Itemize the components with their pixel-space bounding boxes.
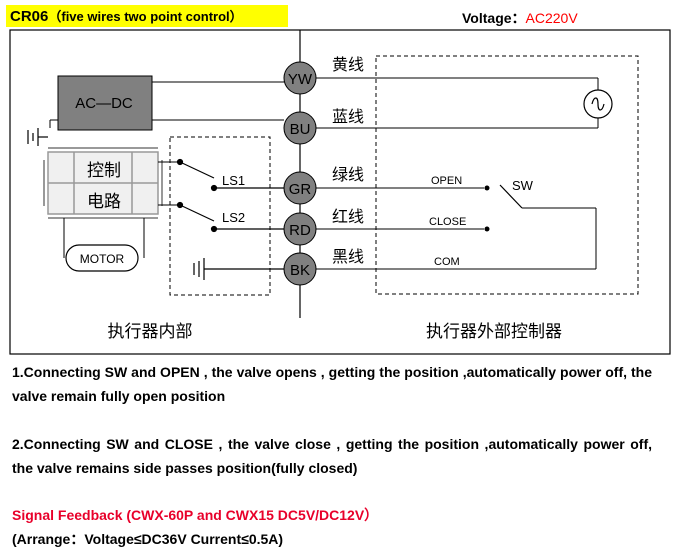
motor-box — [65, 244, 139, 272]
voltage-value: AC220V — [525, 10, 578, 26]
ac-source-symbol — [583, 89, 613, 119]
open-label: OPEN — [431, 175, 462, 187]
motor-label: MOTOR — [80, 252, 125, 266]
ls2-label: LS2 — [222, 210, 245, 225]
wire-label-black: 黑线 — [332, 247, 364, 266]
signal-feedback: Signal Feedback (CWX-60P and CWX15 DC5V/… — [12, 507, 379, 523]
ground-symbol-inner — [193, 258, 284, 280]
ls1-label: LS1 — [222, 173, 245, 188]
terminal-bk: BK — [283, 252, 317, 286]
terminal-gr: GR — [283, 171, 317, 205]
ac-dc-label: AC—DC — [75, 95, 133, 112]
voltage-spec: Voltage：AC220V — [462, 8, 578, 28]
outside-label: 执行器外部控制器 — [426, 322, 562, 342]
instructions: 1.Connecting SW and OPEN , the valve ope… — [12, 360, 652, 504]
svg-text:BU: BU — [290, 121, 311, 138]
wiring-diagram: AC—DC 控制 电路 MOTOR LS1 — [9, 29, 671, 355]
ac-dc-module — [57, 75, 153, 131]
terminal-rd: RD — [283, 212, 317, 246]
wire-label-yellow: 黄线 — [332, 55, 364, 74]
title-subtitle: （five wires two point control） — [48, 9, 243, 24]
note-close: 2.Connecting SW and CLOSE , the valve cl… — [12, 436, 652, 476]
svg-text:BK: BK — [290, 262, 310, 279]
wire-label-blue: 蓝线 — [332, 107, 364, 126]
ls1-switch — [176, 158, 284, 192]
svg-text:YW: YW — [288, 71, 313, 88]
inside-label: 执行器内部 — [108, 322, 193, 342]
wire-label-red: 红线 — [332, 207, 364, 226]
note-open: 1.Connecting SW and OPEN , the valve ope… — [12, 364, 652, 404]
control-label-1: 控制 — [87, 161, 121, 181]
external-controller-zone — [375, 55, 639, 295]
sw-label: SW — [512, 178, 534, 193]
model-code: CR06 — [10, 8, 49, 25]
svg-text:GR: GR — [289, 181, 312, 198]
limit-switch-zone — [169, 136, 271, 296]
arrange-spec: (Arrange：Voltage≤DC36V Current≤0.5A) — [12, 531, 284, 547]
control-label-2: 电路 — [87, 192, 121, 212]
ground-symbol-left — [27, 128, 48, 146]
sw-switch — [499, 184, 523, 209]
terminal-bu: BU — [283, 111, 317, 145]
svg-text:RD: RD — [289, 222, 311, 239]
voltage-label: Voltage： — [462, 10, 526, 26]
outer-frame — [9, 29, 671, 355]
ls2-switch — [176, 201, 284, 233]
com-label: COM — [434, 256, 460, 268]
diagram-title: CR06（five wires two point control） — [6, 5, 288, 27]
close-label: CLOSE — [429, 216, 466, 228]
control-circuit-block — [43, 147, 163, 219]
wire-label-green: 绿线 — [332, 165, 364, 184]
terminal-yw: YW — [283, 61, 317, 95]
